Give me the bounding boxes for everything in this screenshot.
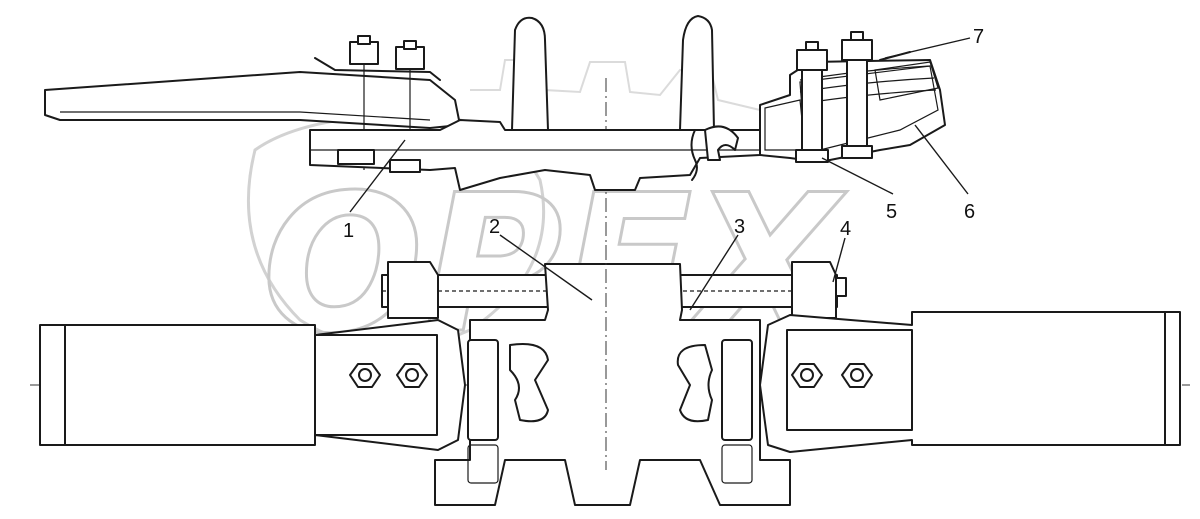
nut-left-2	[396, 363, 428, 388]
callout-1: 1	[343, 220, 354, 242]
nut-right-1	[791, 363, 823, 388]
track-link-body	[309, 119, 761, 191]
left-link-lug	[387, 261, 439, 319]
callout-2: 2	[489, 216, 500, 238]
nut-right-2	[841, 363, 873, 388]
bolt-head-left-2	[395, 46, 425, 70]
nut-left-1	[349, 363, 381, 388]
callout-7: 7	[973, 26, 984, 48]
bolt-head-right-1	[796, 49, 828, 71]
guide-window-right	[676, 344, 713, 423]
guide-slot-right-outer	[721, 339, 753, 441]
bolt-shank-right-2	[846, 59, 868, 151]
bottom-plan-view	[39, 261, 1181, 506]
guide-slot-left-outer	[467, 339, 499, 441]
callout-6: 6	[964, 201, 975, 223]
left-shoe-plate	[44, 71, 461, 129]
bolt-head-right-2	[841, 39, 873, 61]
top-track-link-assembly	[44, 15, 946, 191]
callout-5: 5	[886, 201, 897, 223]
bolt-shank-right-1	[801, 69, 823, 161]
callout-4: 4	[840, 218, 851, 240]
guide-horn-right	[679, 15, 715, 131]
right-link-lug	[791, 261, 837, 319]
leader-lines	[349, 37, 971, 311]
guide-horn-left	[511, 16, 549, 131]
callout-3: 3	[734, 216, 745, 238]
guide-window-left	[509, 343, 549, 423]
bolt-head-left-1	[349, 41, 379, 65]
